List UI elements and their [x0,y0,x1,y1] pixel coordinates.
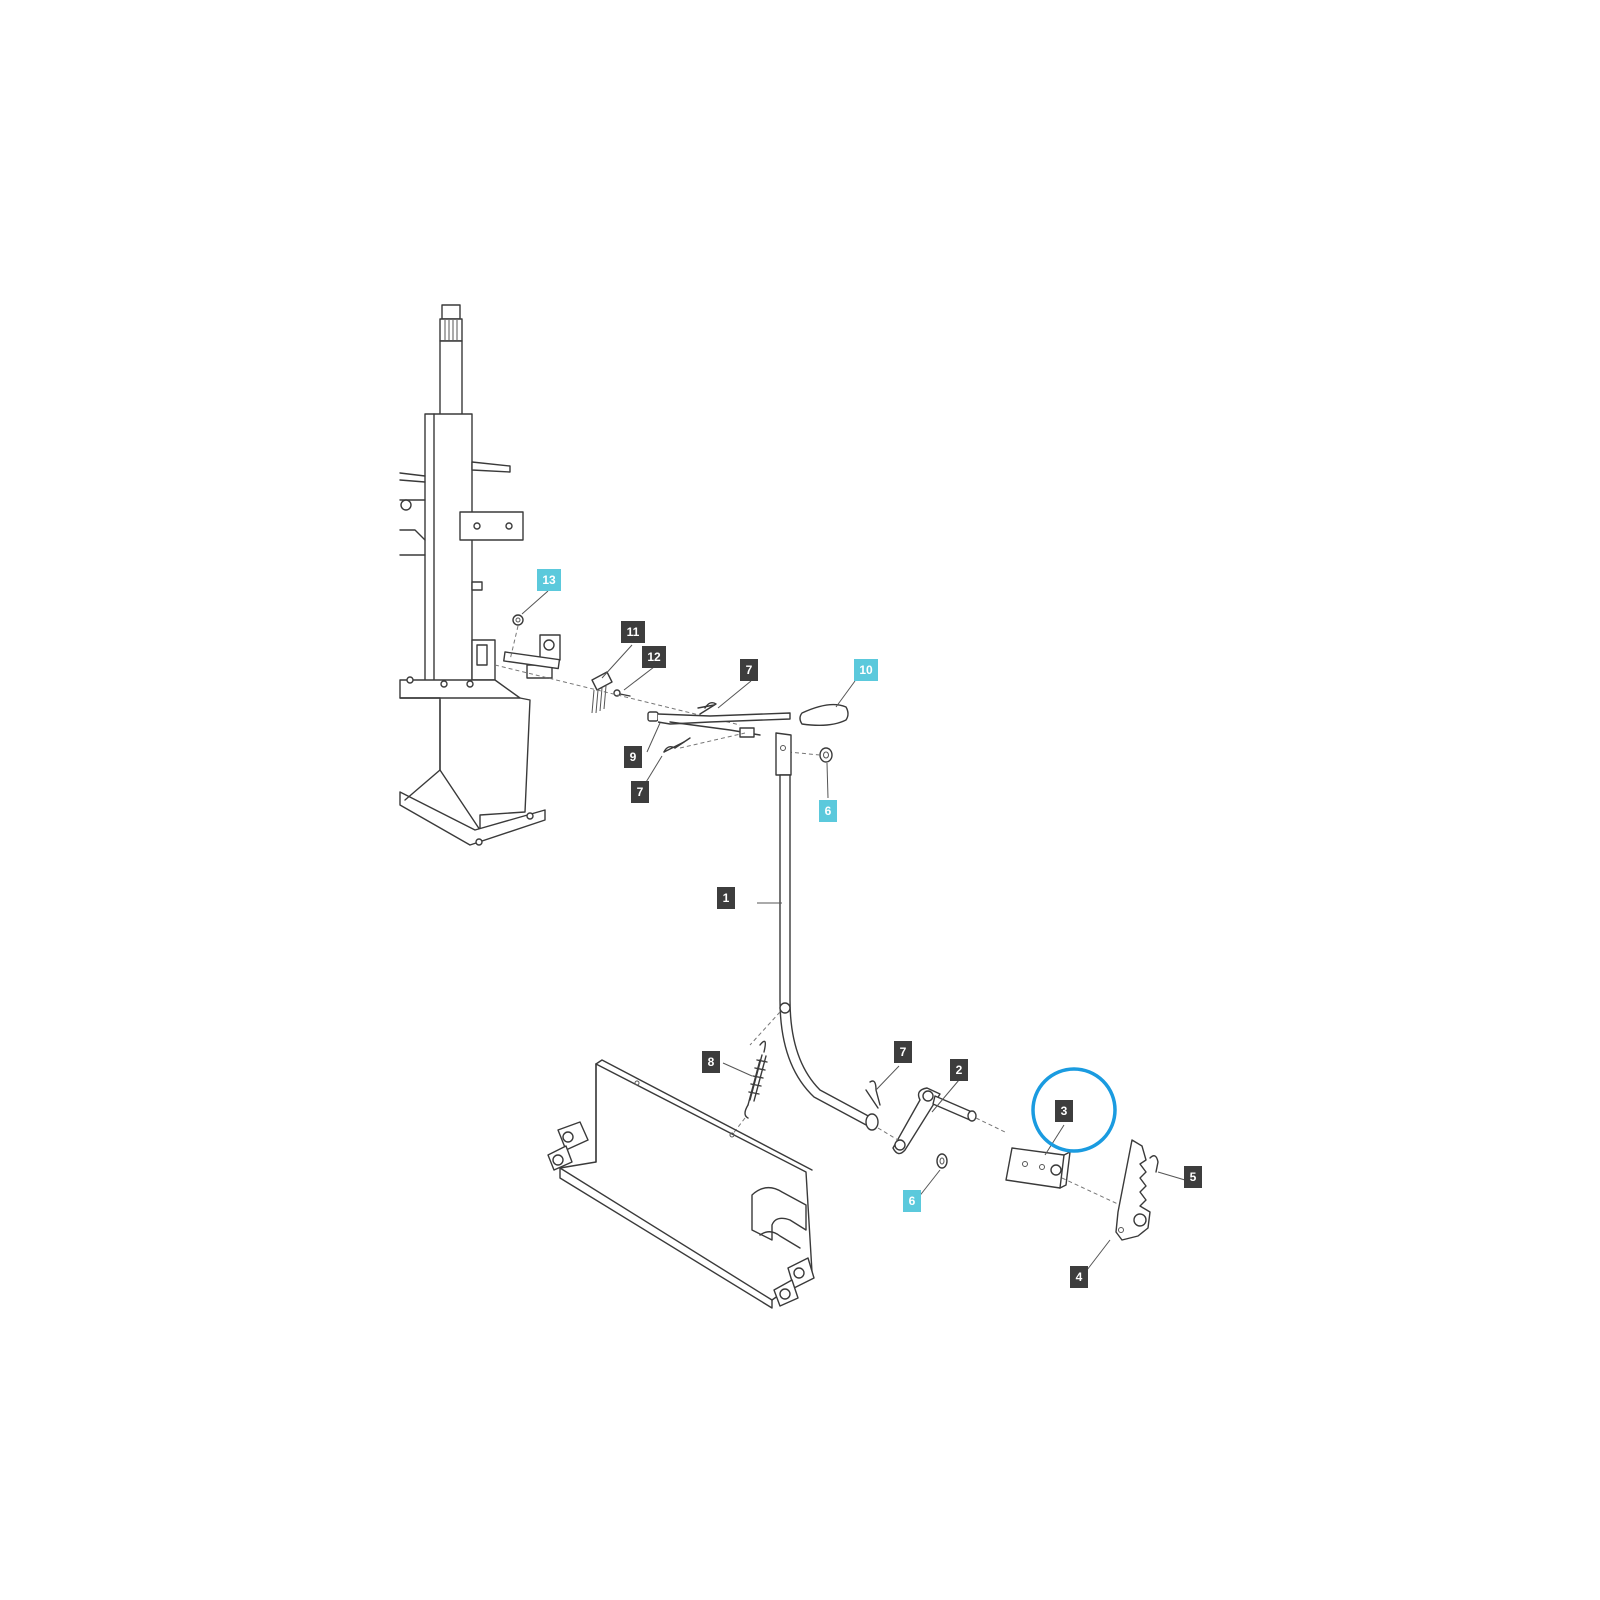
svg-text:10: 10 [859,663,873,677]
tension-spring-8 [744,1040,768,1119]
svg-text:7: 7 [637,785,644,799]
svg-text:9: 9 [630,750,637,764]
callout-7-lower[interactable]: 7 [894,1041,912,1063]
callout-6-upper[interactable]: 6 [819,800,837,822]
cotter-pin-7-lower [865,1080,881,1109]
callout-6-lower[interactable]: 6 [903,1190,921,1212]
sensor-switch-11 [591,671,613,714]
svg-text:13: 13 [542,573,556,587]
svg-text:6: 6 [909,1194,916,1208]
svg-text:2: 2 [956,1063,963,1077]
pedal-rod-1 [775,732,879,1131]
foot-pedal-plate [547,1059,815,1309]
cotter-pin-7-middle [663,737,691,753]
lever-shaft-9 [647,711,791,738]
nut-13 [512,614,524,626]
callout-13[interactable]: 13 [537,569,561,591]
svg-text:8: 8 [708,1055,715,1069]
svg-text:1: 1 [723,891,730,905]
mounting-plate-3 [1005,1147,1071,1189]
ratchet-quadrant-4 [1115,1139,1151,1241]
callout-10[interactable]: 10 [854,659,878,681]
svg-text:3: 3 [1061,1104,1068,1118]
callout-3[interactable]: 3 [1055,1100,1073,1122]
steering-column-frame [399,304,561,846]
svg-text:6: 6 [825,804,832,818]
callout-7-upper[interactable]: 7 [740,659,758,681]
cotter-pin-7-upper [697,701,717,715]
callout-9[interactable]: 9 [624,746,642,768]
washer-6-upper [819,747,833,763]
svg-text:11: 11 [627,625,640,639]
svg-text:12: 12 [647,650,661,664]
svg-text:4: 4 [1076,1270,1083,1284]
callout-2[interactable]: 2 [950,1059,968,1081]
selection-ring [1031,1067,1117,1153]
retaining-clip-5 [1149,1155,1159,1173]
leader-lines [521,590,1186,1271]
grip-knob-10 [799,703,849,727]
callout-12[interactable]: 12 [642,646,666,668]
callout-8[interactable]: 8 [702,1051,720,1073]
pivot-arm-2 [892,1087,977,1155]
callout-4[interactable]: 4 [1070,1266,1088,1288]
svg-text:7: 7 [900,1045,907,1059]
callout-1[interactable]: 1 [717,887,735,909]
callout-7-middle[interactable]: 7 [631,781,649,803]
screw-12 [613,689,631,697]
callout-11[interactable]: 11 [621,621,645,643]
svg-text:7: 7 [746,663,753,677]
callout-5[interactable]: 5 [1184,1166,1202,1188]
washer-6-lower [936,1153,948,1169]
svg-text:5: 5 [1190,1170,1197,1184]
